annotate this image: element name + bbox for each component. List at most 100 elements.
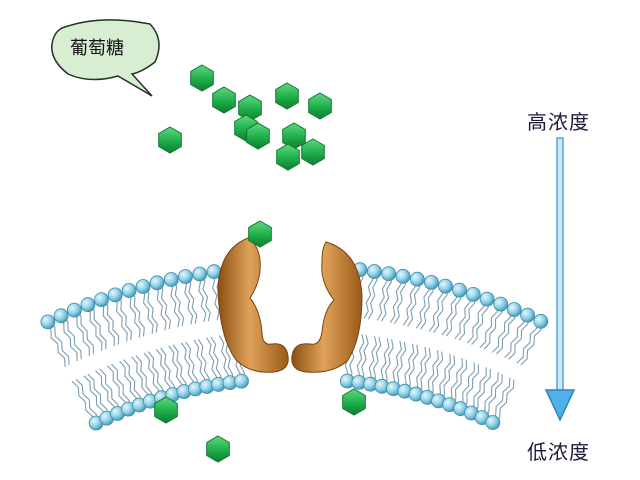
lipid-tail (483, 304, 504, 350)
lipid-tail (492, 308, 513, 353)
lipid-tail (462, 364, 479, 410)
lipid-tail (490, 377, 511, 422)
lipid-tail (131, 356, 149, 402)
lipid-tail (160, 347, 176, 394)
lipid-tail (415, 281, 430, 329)
lipid-tail (98, 300, 115, 347)
lipid-tail (516, 320, 540, 364)
lipid-tail (379, 338, 390, 387)
lipid-tail (49, 320, 70, 366)
lipid-head (149, 275, 165, 291)
callout-bubble (51, 19, 160, 97)
lipid-tail (85, 305, 103, 351)
lipid-tail (424, 350, 439, 397)
lipid-head (366, 264, 382, 279)
lipid-tail (413, 346, 427, 394)
lipid-tail (483, 373, 503, 419)
lipid-tail (389, 275, 402, 323)
lipid-tail (520, 322, 544, 366)
lipid-tail (147, 351, 165, 398)
lipid-tail (494, 379, 515, 424)
lipid-tail (187, 275, 198, 324)
lipid-tail (441, 289, 458, 336)
lipid-head (423, 274, 439, 290)
lipid-tail (130, 289, 145, 337)
lipid-tail (479, 303, 500, 348)
lipid-tail (363, 271, 374, 319)
lipid-tail (197, 274, 207, 323)
lipid-tail (168, 279, 180, 328)
low-concentration-label: 低浓度 (527, 440, 590, 464)
lipid-tail (435, 354, 451, 401)
lipid-head (381, 266, 397, 282)
lipid-head (192, 266, 208, 282)
lipid-tail (158, 282, 171, 330)
lipid-tail (71, 310, 90, 356)
lipid-tail (471, 299, 490, 345)
lipid-tail (445, 290, 463, 337)
glucose-molecule-icon (308, 92, 332, 120)
lipid-tail (496, 310, 517, 355)
lipid-head (395, 268, 411, 284)
lipid-tail (123, 359, 142, 405)
lipid-tail (417, 347, 431, 395)
lipid-tail (193, 339, 206, 387)
lipid-head (107, 287, 123, 303)
lipid-head (533, 313, 549, 329)
lipid-head (506, 302, 522, 317)
lipid-tail (440, 355, 456, 402)
glucose-molecule-icon (154, 396, 178, 424)
lipid-tail (106, 365, 127, 410)
lipid-tail (429, 351, 444, 399)
lipid-tail (75, 378, 99, 423)
lipid-tail (376, 273, 388, 321)
lipid-tail (112, 295, 128, 342)
lipid-tail (451, 359, 468, 406)
lipid-head (485, 415, 501, 430)
glucose-molecule-icon (158, 126, 182, 154)
lipid-tail (143, 352, 160, 399)
lipid-tail (360, 334, 369, 383)
lipid-tail (394, 276, 406, 324)
lipid-head (452, 282, 467, 298)
lipid-tail (140, 286, 154, 334)
lipid-tail (182, 276, 194, 325)
lipid-tail (407, 279, 420, 327)
lipid-head (121, 283, 137, 298)
lipid-tail (458, 295, 476, 341)
lipid-head (520, 307, 535, 323)
carrier-protein-icon (217, 237, 363, 373)
lipid-tail (168, 345, 183, 393)
glucose-molecule-icon (342, 388, 366, 416)
lipid-tail (71, 380, 95, 425)
lipid-tail (210, 336, 222, 385)
lipid-tail (402, 278, 416, 326)
lipid-tail (197, 339, 210, 387)
lipid-tail (135, 355, 153, 401)
lipid-head (234, 373, 249, 389)
glucose-molecule-icon (301, 138, 325, 166)
lipid-tail (381, 274, 392, 322)
lipid-tail (75, 308, 94, 355)
lipid-head (94, 292, 109, 308)
lipid-tail (144, 285, 158, 333)
high-concentration-label: 高浓度 (527, 110, 590, 134)
lipid-head (479, 291, 495, 307)
glucose-molecule-icon (206, 435, 230, 463)
lipid-tail (390, 340, 402, 389)
lipid-tail (180, 342, 194, 390)
glucose-molecule-icon (275, 82, 299, 110)
lipid-tail (466, 298, 486, 344)
lipid-tail (103, 298, 120, 345)
lipid-tail (473, 368, 491, 415)
lipid-tail (218, 335, 229, 383)
lipid-tail (172, 278, 185, 327)
lipid-head (178, 269, 193, 284)
lipid-tail (372, 336, 382, 385)
lipid-tail (367, 336, 377, 384)
glucose-molecule-icon (212, 86, 236, 114)
lipid-tail (206, 337, 217, 385)
lipid-tail (62, 314, 82, 360)
lipid-head (40, 314, 56, 330)
glucose-molecule-icon (276, 143, 300, 171)
